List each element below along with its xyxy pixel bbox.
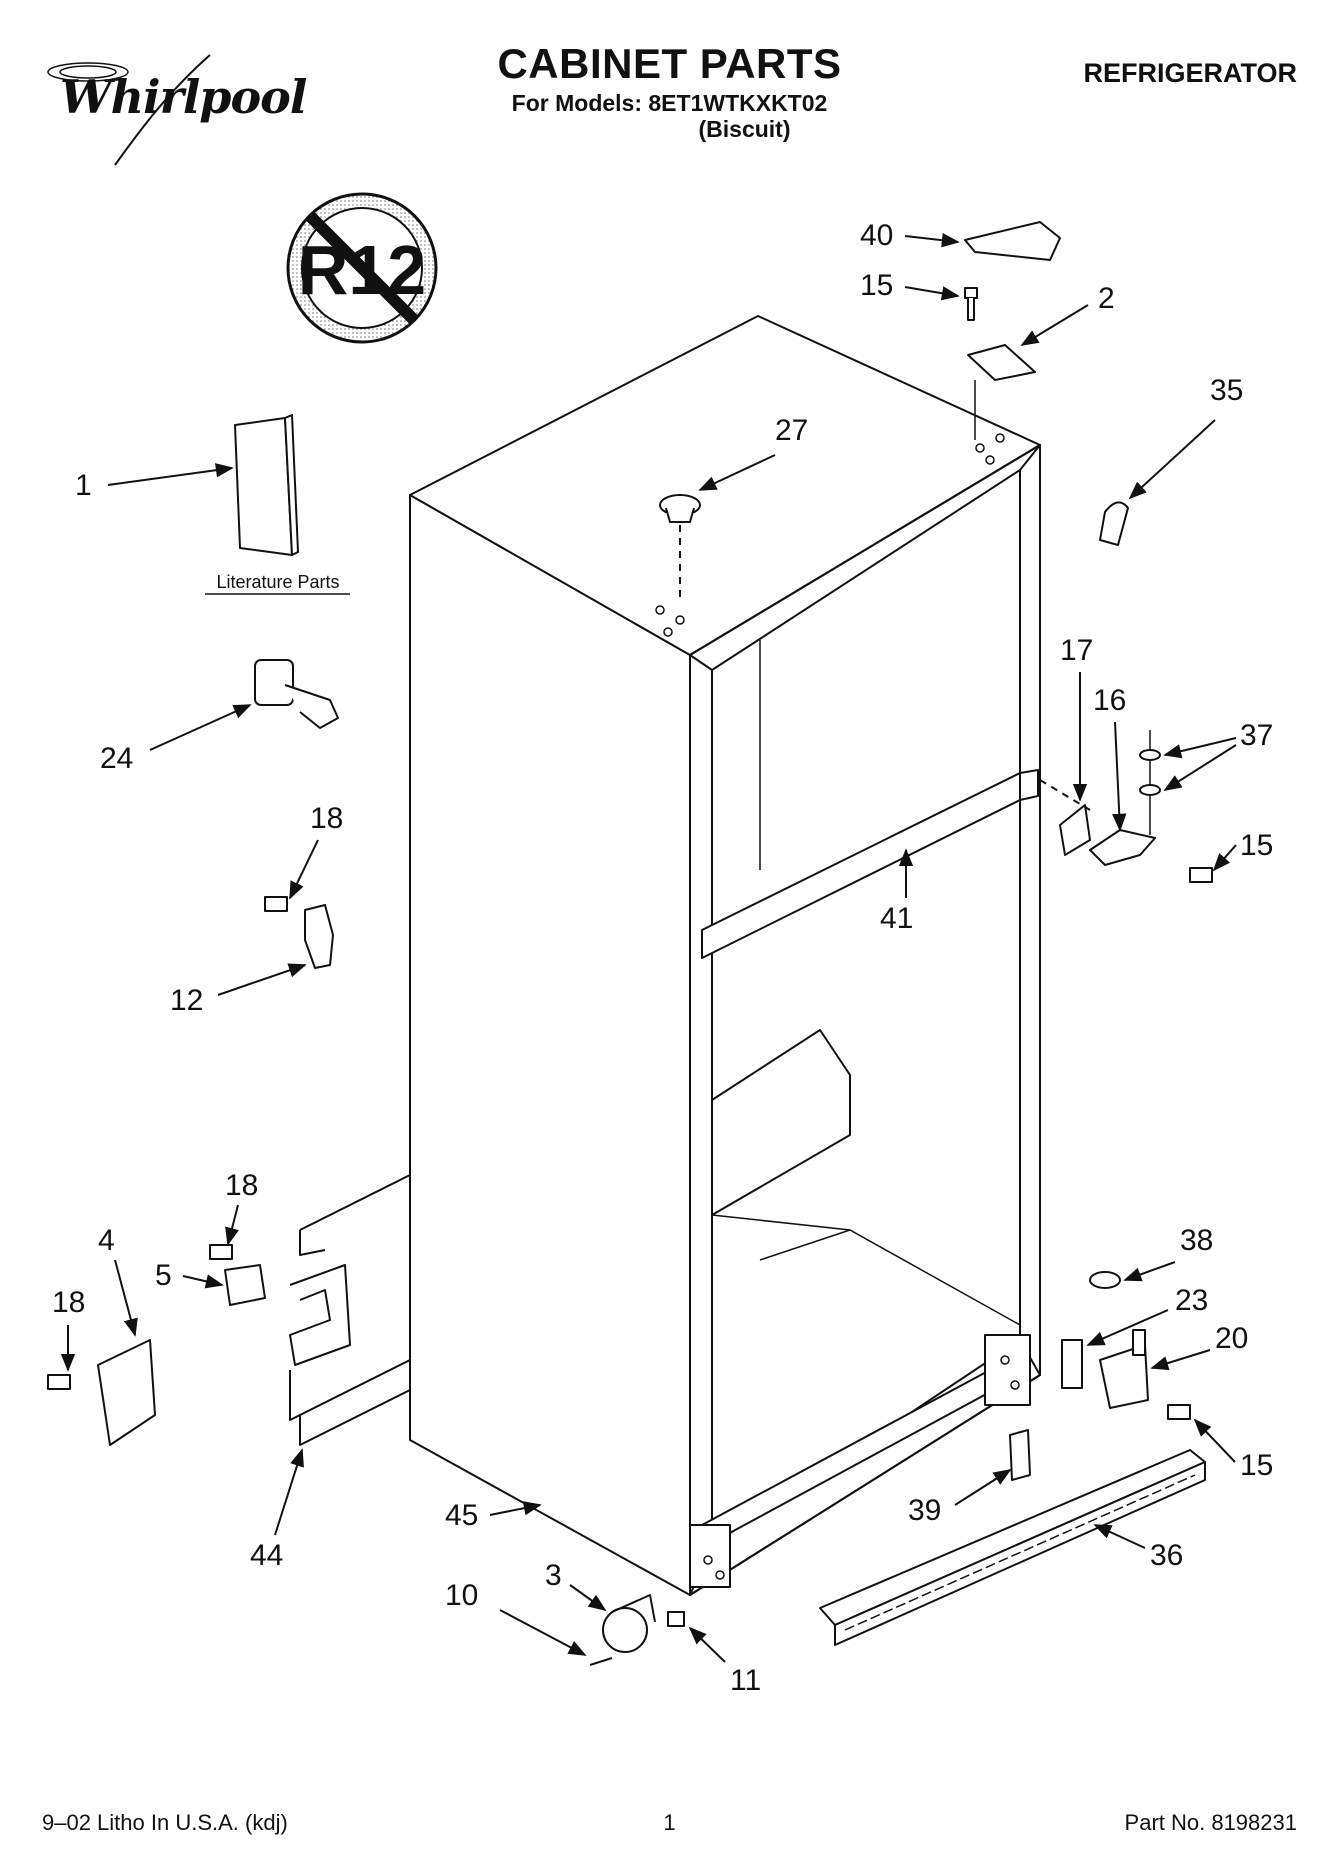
callout-5: 5 <box>155 1259 172 1292</box>
callout-15-right: 15 <box>1240 829 1273 862</box>
part-44-wire-bracket <box>289 1174 411 1446</box>
part-3-leveler <box>589 1594 685 1666</box>
part-36-grille <box>819 1449 1206 1646</box>
callout-2: 2 <box>1098 282 1115 315</box>
cabinet-body <box>409 315 1041 1596</box>
callout-11: 11 <box>730 1664 761 1697</box>
part-27-plug <box>659 494 701 600</box>
footer-part-number: Part No. 8198231 <box>1124 1810 1297 1835</box>
part-4-cover <box>47 1339 156 1446</box>
part-2-top-hinge <box>964 287 1036 440</box>
callouts: 40 15 2 35 27 1 24 18 12 17 16 37 15 <box>52 219 1273 1697</box>
part-17-16-hinge <box>1039 730 1213 883</box>
callout-3: 3 <box>545 1559 562 1592</box>
part-38-washer <box>1089 1271 1121 1289</box>
part-23-20-hinge <box>1061 1329 1191 1420</box>
page-title: CABINET PARTS <box>497 40 842 87</box>
callout-4: 4 <box>98 1224 115 1257</box>
part-24-pin <box>254 659 339 729</box>
models-line: For Models: 8ET1WTKXKT02 <box>511 90 828 116</box>
callout-15-top: 15 <box>860 269 893 302</box>
callout-35: 35 <box>1210 374 1243 407</box>
callout-45: 45 <box>445 1499 478 1532</box>
callout-37: 37 <box>1240 719 1273 752</box>
callout-40: 40 <box>860 219 893 252</box>
callout-20: 20 <box>1215 1322 1248 1355</box>
part-1-literature: Literature Parts <box>205 414 350 595</box>
color-line: (Biscuit) <box>698 116 791 142</box>
callout-23: 23 <box>1175 1284 1208 1317</box>
part-12-bracket <box>264 896 334 969</box>
callout-17: 17 <box>1060 634 1093 667</box>
callout-16: 16 <box>1093 684 1126 717</box>
callout-18-lower: 18 <box>52 1286 85 1319</box>
part-5-clamp <box>209 1244 266 1306</box>
callout-39: 39 <box>908 1494 941 1527</box>
appliance-type: REFRIGERATOR <box>1083 58 1297 88</box>
callout-24: 24 <box>100 742 133 775</box>
callout-41: 41 <box>880 902 913 935</box>
callout-36: 36 <box>1150 1539 1183 1572</box>
callout-18-middle: 18 <box>225 1169 258 1202</box>
logo-swirl-icon <box>47 54 211 166</box>
part-40-cover <box>964 221 1061 261</box>
footer-litho: 9–02 Litho In U.S.A. (kdj) <box>42 1810 288 1835</box>
callout-1: 1 <box>75 469 92 502</box>
callout-10: 10 <box>445 1579 478 1612</box>
callout-27: 27 <box>775 414 808 447</box>
part-39-clip <box>1009 1429 1031 1481</box>
callout-12: 12 <box>170 984 203 1017</box>
callout-15-bottom: 15 <box>1240 1449 1273 1482</box>
callout-38: 38 <box>1180 1224 1213 1257</box>
callout-44: 44 <box>250 1539 283 1572</box>
literature-parts-label: Literature Parts <box>216 572 339 592</box>
part-35-hinge-cover <box>1099 501 1129 546</box>
footer-page-number: 1 <box>663 1810 676 1835</box>
no-r12-badge-icon: R12 <box>286 192 438 344</box>
callout-18-upper: 18 <box>310 802 343 835</box>
